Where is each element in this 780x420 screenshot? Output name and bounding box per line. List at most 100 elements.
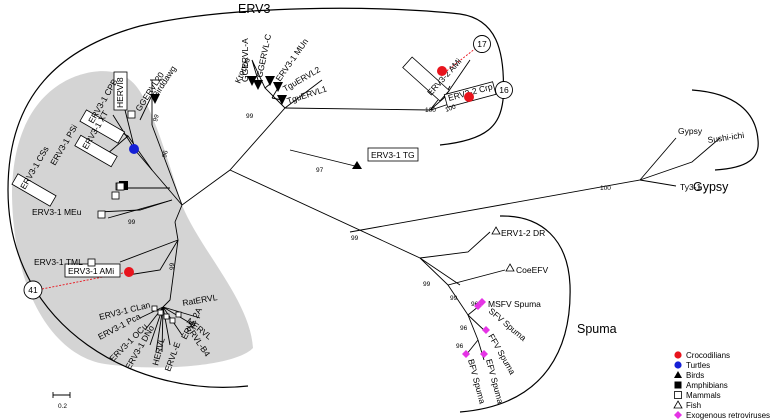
mammal-marker (116, 182, 125, 191)
branch (639, 137, 721, 181)
branch (107, 199, 173, 219)
legend-label-birds: Birds (686, 371, 704, 380)
scale-bar: 0.2 (52, 392, 71, 410)
clade-title-erv3: ERV3 (238, 2, 270, 16)
taxon-label-hervi8: HERVI8 (115, 77, 125, 108)
legend-turtle-marker (674, 361, 682, 369)
bootstrap-value: 96 (471, 301, 479, 308)
box-hervi8 (113, 71, 128, 111)
taxon-markers (87, 66, 515, 358)
taxon-label-erv1-2-dr: ERV1-2 DR (501, 228, 545, 238)
bird-marker (352, 161, 362, 169)
bird-marker (253, 80, 263, 90)
scale-bar-label: 0.2 (58, 403, 67, 410)
legend-label-turtles: Turtles (686, 361, 710, 370)
legend-fish-marker (673, 400, 683, 409)
taxon-label-ggervl-a: GGERVL-A (240, 38, 250, 82)
taxon-label-erv3-1-ami: ERV3-1 AMi (68, 266, 114, 276)
branch (264, 83, 271, 89)
bird-marker (277, 95, 287, 105)
crocodilian-marker (464, 92, 474, 102)
bird-marker (265, 76, 275, 86)
bootstrap-values: 99 100 96 100 99 97 100 99 99 99 99 99 9… (128, 103, 611, 350)
box-erv3-1-xt (74, 134, 118, 168)
spuma-clade-arc (459, 215, 571, 413)
taxon-label-erv3-1-meu: ERV3-1 MEu (32, 207, 82, 217)
branch (162, 239, 179, 308)
legend-label-mammals: Mammals (686, 391, 721, 400)
gypsy-clade-arc (691, 89, 759, 171)
box-erv3-1-cpb (79, 109, 126, 144)
bootstrap-value: 100 (444, 103, 457, 113)
mammal-marker (97, 210, 106, 219)
legend-amphibian-marker (674, 381, 682, 389)
branch (419, 257, 506, 286)
branch (639, 179, 677, 187)
bootstrap-value: 96 (460, 325, 468, 332)
bootstrap-value: 100 (425, 107, 436, 114)
legend-exogenous-marker (674, 411, 682, 419)
bootstrap-value: 99 (128, 219, 136, 226)
branch (289, 149, 356, 167)
mammal-marker (111, 191, 120, 200)
bird-marker (150, 94, 160, 104)
bootstrap-value: 99 (246, 113, 254, 120)
legend-label-crocodilians: Crocodilians (686, 351, 730, 360)
boxed-labels (11, 56, 497, 278)
exogenous-marker (480, 350, 488, 358)
legend-label-amphibians: Amphibians (686, 381, 728, 390)
clade-title-gypsy: Gypsy (693, 180, 729, 194)
dashed-links (41, 47, 477, 290)
erv3-1-shaded-region (12, 71, 253, 368)
circled-number-text: 16 (499, 85, 509, 95)
branch (419, 231, 491, 259)
circled-number-41: 41 (23, 280, 43, 300)
taxon-label-ty3-1: Ty3-1 (680, 182, 702, 192)
circled-number-text: 41 (28, 285, 38, 295)
mammal-marker (127, 110, 136, 119)
mammal-marker (157, 309, 164, 316)
legend-label-exogenous: Exogenous retroviruses (686, 411, 770, 420)
legend-mammal-marker (674, 391, 682, 399)
fish-marker (505, 263, 515, 272)
legend-label-fish: Fish (686, 401, 701, 410)
taxon-label-msfv: MSFV Spuma (488, 299, 541, 309)
mammal-marker (163, 313, 170, 320)
bootstrap-value: 96 (161, 149, 170, 158)
taxon-label-erv3-1-tg: ERV3-1 TG (371, 150, 415, 160)
circle-outline (473, 35, 491, 53)
taxon-label-gypsy: Gypsy (678, 126, 703, 136)
scale-bar-line (52, 392, 71, 398)
taxon-label-coeefv: CoeEFV (516, 265, 548, 275)
branch (229, 169, 461, 286)
bootstrap-value: 99 (152, 113, 161, 122)
legend-bird-marker (674, 371, 682, 378)
branch (429, 99, 439, 111)
branch (139, 94, 153, 121)
bootstrap-value: 97 (316, 167, 324, 174)
legend-crocodilian-marker (674, 351, 682, 359)
bootstrap-value: 99 (450, 295, 458, 302)
branch (251, 59, 286, 109)
circled-number-16: 16 (495, 81, 513, 99)
exogenous-marker (474, 302, 482, 310)
legend: Crocodilians Turtles Birds Amphibians Ma… (673, 351, 770, 420)
clade-title-spuma: Spuma (577, 322, 617, 336)
bootstrap-value: 99 (169, 262, 176, 270)
bootstrap-value: 99 (351, 235, 359, 242)
bootstrap-value: 99 (423, 281, 431, 288)
circled-number-17: 17 (473, 35, 491, 53)
exogenous-marker (462, 350, 470, 358)
mammal-marker (151, 305, 158, 312)
fish-marker (491, 226, 501, 235)
circle-outline (495, 81, 513, 99)
circle-outline (23, 280, 43, 300)
taxon-label-erv3-1-tml: ERV3-1 TML (34, 257, 83, 267)
bird-marker (247, 76, 257, 86)
crocodilian-marker (124, 267, 134, 277)
box-erv3-1-tg (367, 147, 419, 162)
circled-number-text: 17 (477, 39, 487, 49)
exogenous-marker (482, 326, 490, 334)
taxon-label-sushi-ichi: Sushi-ichi (707, 130, 745, 145)
mammal-marker (175, 311, 182, 318)
